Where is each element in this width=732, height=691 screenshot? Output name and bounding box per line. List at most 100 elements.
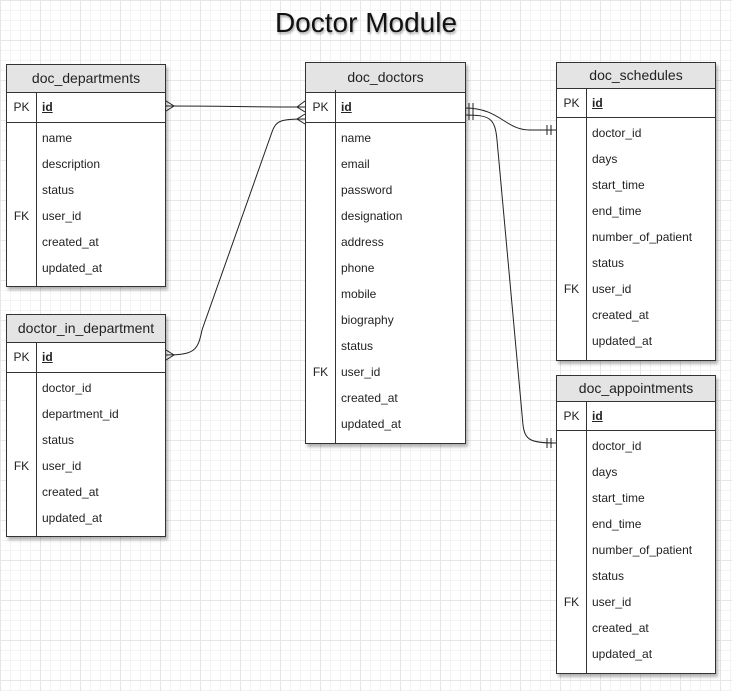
field-row[interactable]: updated_at [7, 505, 165, 531]
field-name: created_at [592, 308, 649, 322]
crowfoot-doctors-top [296, 100, 306, 113]
field-name: password [341, 183, 393, 197]
field-name: number_of_patient [592, 543, 693, 557]
field-row[interactable]: password [306, 177, 465, 203]
field-row[interactable]: phone [306, 255, 465, 281]
field-name: start_time [592, 491, 645, 505]
field-row[interactable]: created_at [557, 302, 715, 328]
key-label: PK [563, 96, 580, 110]
field-row[interactable]: start_time [557, 485, 715, 511]
pk-row[interactable]: PK id [557, 402, 715, 431]
field-row[interactable]: end_time [557, 198, 715, 224]
pk-row[interactable]: PK id [557, 89, 715, 118]
field-row[interactable]: days [557, 459, 715, 485]
field-row[interactable]: updated_at [7, 255, 165, 281]
field-name: designation [341, 209, 403, 223]
key-label: FK [312, 365, 329, 379]
field-row[interactable]: updated_at [557, 328, 715, 354]
bar-doctors-2a [468, 110, 474, 120]
field-row[interactable]: designation [306, 203, 465, 229]
field-name: id [592, 96, 603, 110]
key-label: PK [312, 100, 329, 114]
field-name: status [341, 339, 374, 353]
field-name: description [42, 157, 101, 171]
entity-title: doctor_in_department [7, 315, 165, 343]
entity-doc-schedules[interactable]: doc_schedules PK id doctor_id days start… [556, 62, 716, 361]
pk-row[interactable]: PK id [306, 93, 465, 123]
field-name: days [592, 152, 618, 166]
field-row[interactable]: number_of_patient [557, 537, 715, 563]
field-name: status [42, 433, 75, 447]
field-row[interactable]: created_at [557, 615, 715, 641]
field-row[interactable]: updated_at [306, 411, 465, 437]
field-name: address [341, 235, 384, 249]
field-name: updated_at [592, 647, 653, 661]
field-row[interactable]: days [557, 146, 715, 172]
entity-title: doc_schedules [557, 63, 715, 89]
field-name: user_id [592, 282, 632, 296]
field-name: id [42, 350, 53, 364]
rel-departments-doctors [165, 105, 306, 108]
entity-title: doc_doctors [306, 63, 465, 93]
field-row[interactable]: doctor_id [7, 375, 165, 401]
field-name: email [341, 157, 370, 171]
field-name: created_at [42, 485, 99, 499]
field-row[interactable]: doctor_id [557, 120, 715, 146]
field-row[interactable]: name [306, 125, 465, 151]
field-name: department_id [42, 407, 119, 421]
field-row[interactable]: end_time [557, 511, 715, 537]
field-row[interactable]: status [557, 250, 715, 276]
field-name: start_time [592, 178, 645, 192]
field-name: mobile [341, 287, 377, 301]
key-label: PK [13, 100, 30, 114]
field-row[interactable]: FK user_id [306, 359, 465, 385]
entity-doctor-in-department[interactable]: doctor_in_department PK id doctor_id dep… [6, 314, 166, 537]
pk-row[interactable]: PK id [7, 343, 165, 373]
field-row[interactable]: status [7, 427, 165, 453]
field-row[interactable]: status [7, 177, 165, 203]
bar-appointments [546, 438, 552, 448]
field-row[interactable]: doctor_id [557, 433, 715, 459]
field-row[interactable]: created_at [7, 229, 165, 255]
field-row[interactable]: status [557, 563, 715, 589]
field-row[interactable]: biography [306, 307, 465, 333]
entity-title: doc_appointments [557, 376, 715, 402]
field-row[interactable]: start_time [557, 172, 715, 198]
field-name: updated_at [42, 511, 103, 525]
diagram-title: Doctor Module [274, 7, 458, 38]
crowfoot-departments [165, 100, 175, 112]
field-row[interactable]: status [306, 333, 465, 359]
field-row[interactable]: updated_at [557, 641, 715, 667]
key-column-divider [586, 88, 587, 360]
field-name: id [592, 409, 603, 423]
field-row[interactable]: mobile [306, 281, 465, 307]
field-name: doctor_id [592, 439, 642, 453]
field-name: end_time [592, 204, 642, 218]
rel-dept-link-doctors [165, 118, 306, 356]
field-row[interactable]: created_at [306, 385, 465, 411]
field-row[interactable]: created_at [7, 479, 165, 505]
field-name: user_id [341, 365, 381, 379]
field-name: doctor_id [42, 381, 92, 395]
field-name: created_at [592, 621, 649, 635]
entity-title: doc_departments [7, 65, 165, 93]
field-row[interactable]: department_id [7, 401, 165, 427]
field-name: biography [341, 313, 394, 327]
field-row[interactable]: number_of_patient [557, 224, 715, 250]
field-row[interactable]: name [7, 125, 165, 151]
field-name: updated_at [341, 417, 402, 431]
key-label: FK [13, 209, 30, 223]
pk-row[interactable]: PK id [7, 93, 165, 123]
field-row[interactable]: email [306, 151, 465, 177]
field-row[interactable]: address [306, 229, 465, 255]
entity-doc-departments[interactable]: doc_departments PK id name description s… [6, 64, 166, 287]
key-label: PK [563, 409, 580, 423]
entity-doc-appointments[interactable]: doc_appointments PK id doctor_id days st… [556, 375, 716, 674]
field-row[interactable]: description [7, 151, 165, 177]
entity-doc-doctors[interactable]: doc_doctors PK id name email password de… [305, 62, 466, 444]
